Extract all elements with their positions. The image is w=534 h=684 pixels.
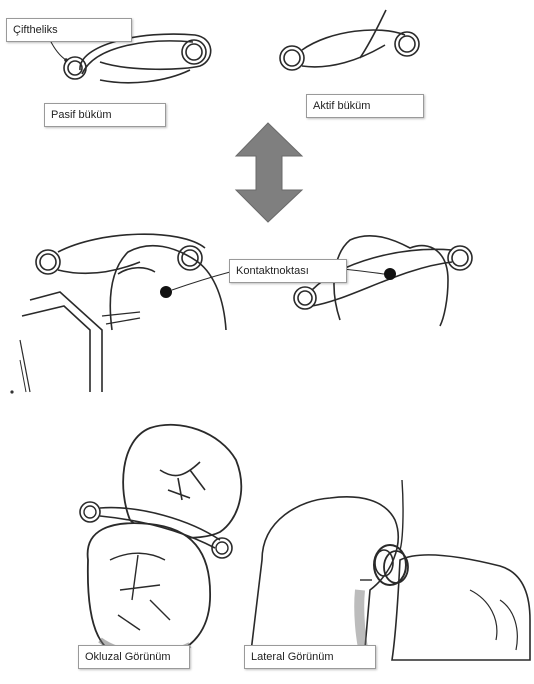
- active-twist-label: Aktif büküm: [306, 94, 424, 118]
- active-twist-spring: [280, 10, 419, 70]
- occlusal-view-illustration: [80, 425, 241, 660]
- double-helix-pointer: [50, 40, 68, 62]
- middle-left-illustration: [20, 234, 226, 392]
- contact-point-label: Kontaktnoktası: [229, 259, 347, 283]
- passive-twist-label: Pasif büküm: [44, 103, 166, 127]
- lateral-view-label: Lateral Görünüm: [244, 645, 376, 669]
- double-helix-label: Çiftheliks: [6, 18, 132, 42]
- lateral-view-illustration: [250, 480, 530, 660]
- double-arrow: [236, 123, 302, 222]
- stray-dot: [10, 390, 13, 393]
- occlusal-view-label: Okluzal Görünüm: [78, 645, 190, 669]
